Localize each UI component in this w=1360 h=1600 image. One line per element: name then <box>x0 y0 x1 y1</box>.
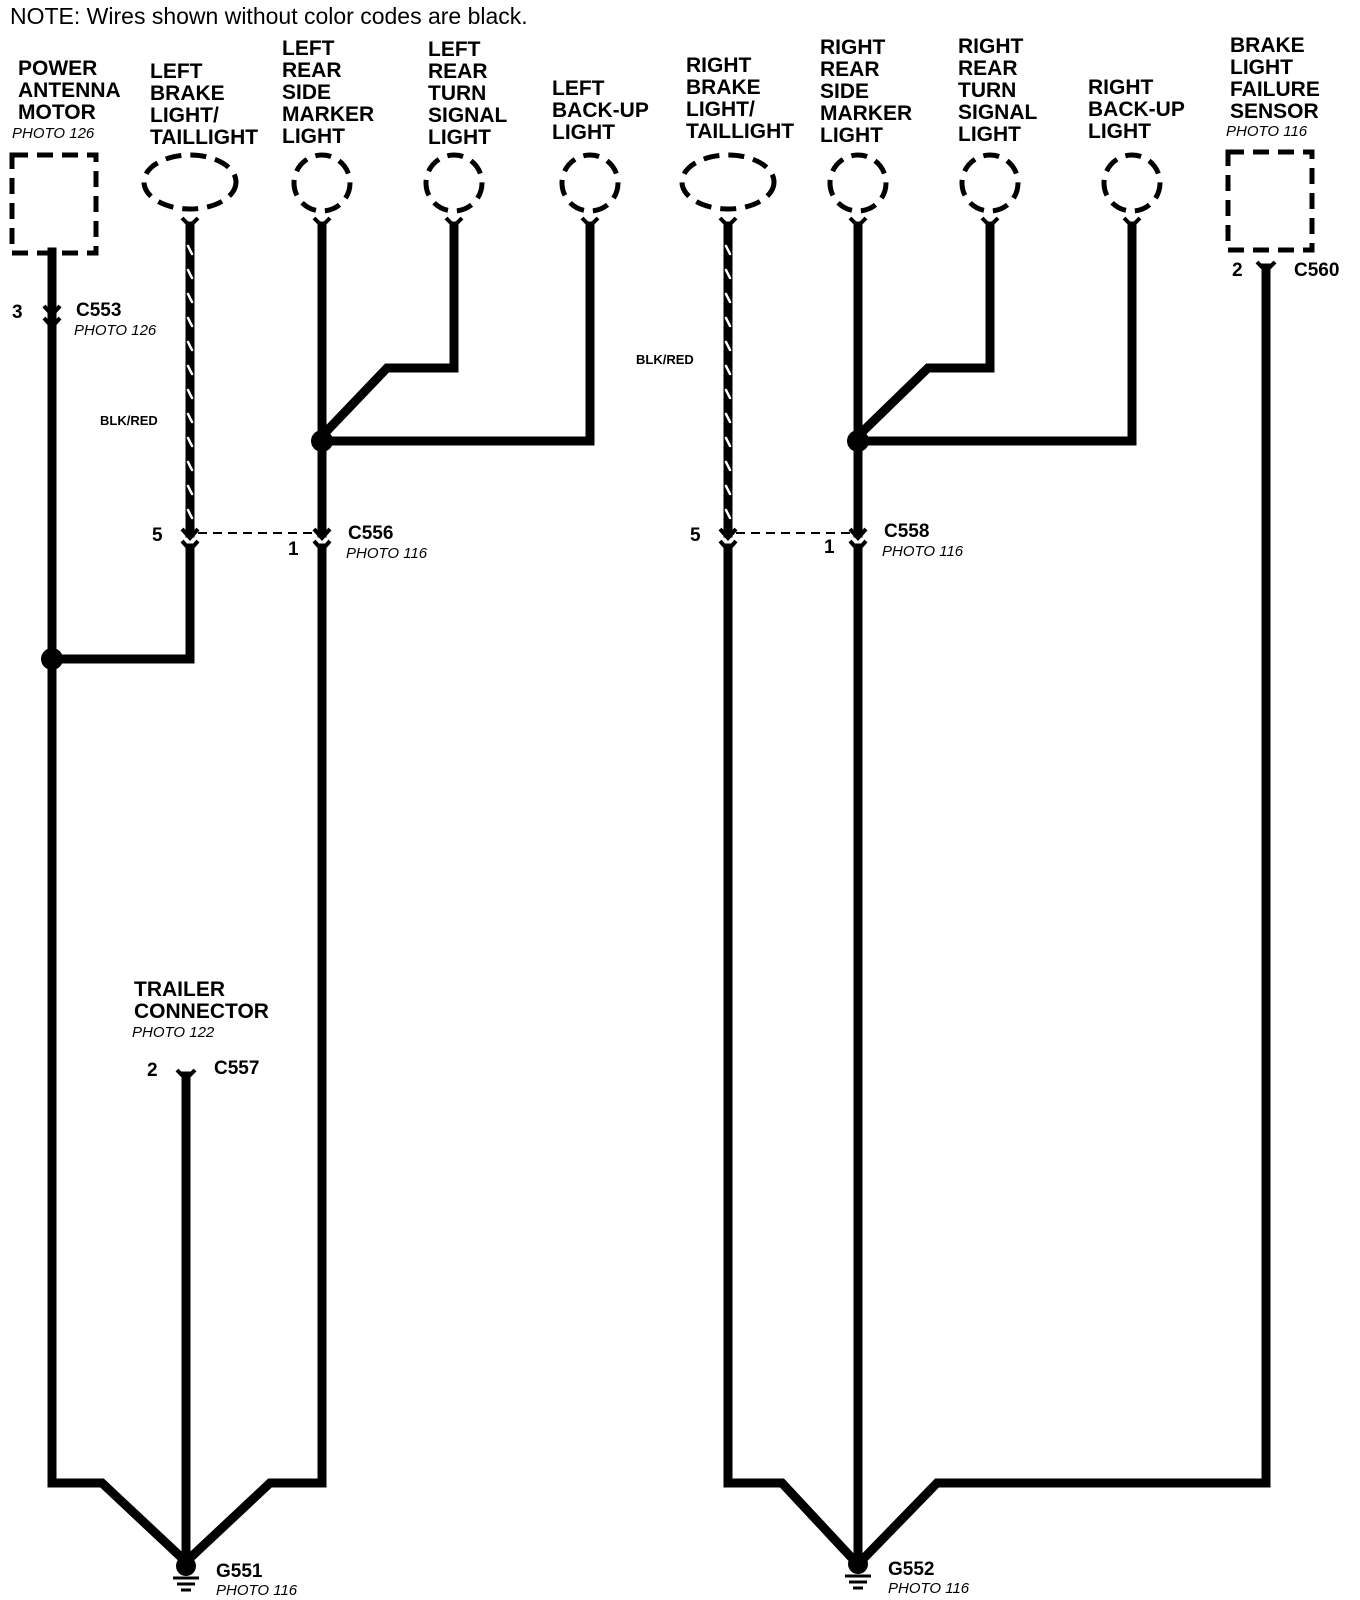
label-brake-light-failure-sensor: BRAKE LIGHT FAILURE SENSOR <box>1230 34 1326 123</box>
g552-photo: PHOTO 116 <box>888 1580 970 1597</box>
splice-dot-left-lights <box>311 430 333 452</box>
c556-name: C556 <box>348 523 393 544</box>
label-trailer-connector: TRAILER CONNECTOR <box>134 978 269 1023</box>
label-left-rear-side-marker: LEFT REAR SIDE MARKER LIGHT <box>282 37 380 148</box>
label-right-backup-light: RIGHT BACK-UP LIGHT <box>1088 76 1190 143</box>
wire-color-right: BLK/RED <box>636 352 694 367</box>
photo-brake-light-failure-sensor: PHOTO 116 <box>1226 123 1308 140</box>
c557-connector-symbol <box>175 1068 197 1082</box>
g552-name: G552 <box>888 1559 934 1580</box>
c556-photo: PHOTO 116 <box>346 545 428 562</box>
power-antenna-motor-box <box>9 152 99 256</box>
c558-pin-right: 1 <box>824 537 835 558</box>
right-rear-turn-signal-bulb <box>959 152 1021 214</box>
c560-connector-symbol <box>1255 260 1277 274</box>
left-brake-light-bulb <box>141 152 239 212</box>
c560-pin: 2 <box>1232 260 1243 281</box>
g551-photo: PHOTO 116 <box>216 1582 298 1599</box>
g551-ground-icon <box>173 1556 199 1592</box>
label-left-brake-light: LEFT BRAKE LIGHT/ TAILLIGHT <box>150 60 258 149</box>
splice-dot-left-antenna <box>41 648 63 670</box>
label-right-brake-light: RIGHT BRAKE LIGHT/ TAILLIGHT <box>686 54 794 143</box>
c558-name: C558 <box>884 521 929 542</box>
c560-name: C560 <box>1294 260 1339 281</box>
c553-pin: 3 <box>12 302 23 323</box>
note-text: NOTE: Wires shown without color codes ar… <box>10 3 528 29</box>
g551-name: G551 <box>216 1561 263 1582</box>
photo-trailer-connector: PHOTO 122 <box>132 1024 215 1041</box>
label-right-rear-turn-signal: RIGHT REAR TURN SIGNAL LIGHT <box>958 35 1043 146</box>
c557-pin: 2 <box>147 1060 158 1081</box>
right-backup-light-bulb <box>1101 152 1163 214</box>
c557-name: C557 <box>214 1058 259 1079</box>
c553-name: C553 <box>76 300 121 321</box>
label-left-backup-light: LEFT BACK-UP LIGHT <box>552 77 654 144</box>
c553-photo: PHOTO 126 <box>74 322 157 339</box>
right-wires <box>723 221 1271 1563</box>
left-wires <box>47 221 595 1567</box>
c558-pin-left: 5 <box>690 525 701 546</box>
label-right-rear-side-marker: RIGHT REAR SIDE MARKER LIGHT <box>820 36 918 147</box>
c556-pin-left: 5 <box>152 525 163 546</box>
label-power-antenna-motor: POWER ANTENNA MOTOR <box>18 57 126 124</box>
right-rear-side-marker-bulb <box>827 152 889 214</box>
left-rear-side-marker-bulb <box>291 152 353 214</box>
left-backup-light-bulb <box>559 152 621 214</box>
label-left-rear-turn-signal: LEFT REAR TURN SIGNAL LIGHT <box>428 38 513 149</box>
wire-color-left: BLK/RED <box>100 413 158 428</box>
c558-photo: PHOTO 116 <box>882 543 964 560</box>
left-blk-red-stripes <box>186 244 194 520</box>
right-brake-light-bulb <box>679 152 777 212</box>
photo-power-antenna-motor: PHOTO 126 <box>12 125 95 142</box>
splice-dot-right-lights <box>847 430 869 452</box>
brake-light-failure-sensor-box <box>1225 149 1315 253</box>
c556-pin-right: 1 <box>288 539 299 560</box>
g552-ground-icon <box>845 1554 871 1590</box>
bulb-terminals <box>180 216 1142 229</box>
right-blk-red-stripes <box>724 244 732 520</box>
left-rear-turn-signal-bulb <box>423 152 485 214</box>
